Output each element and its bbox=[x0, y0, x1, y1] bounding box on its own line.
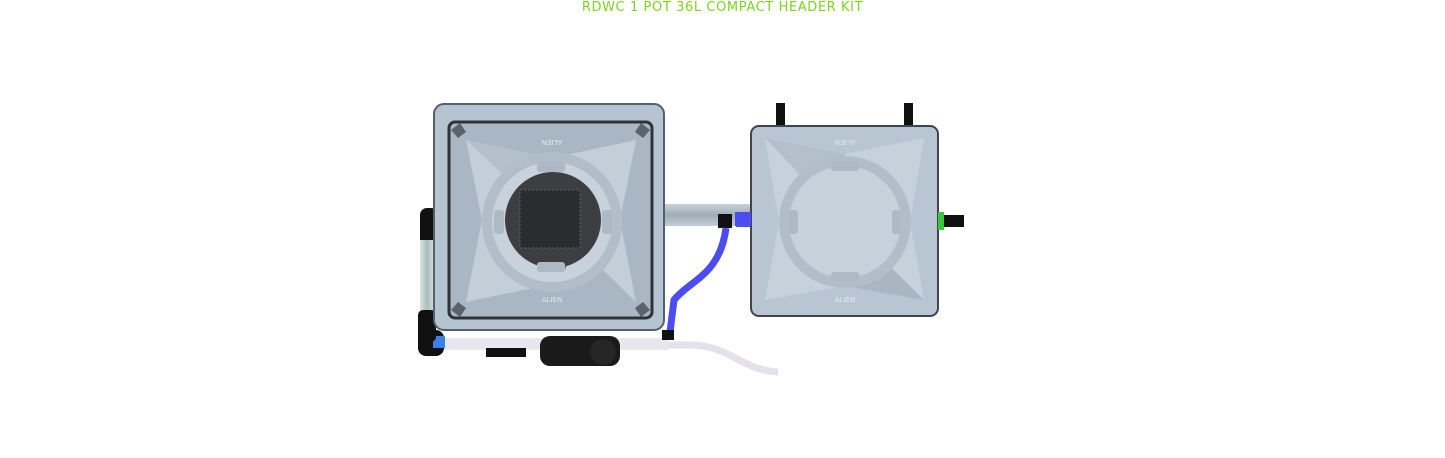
left-elbow-bottom bbox=[418, 310, 436, 342]
header-tank-right: ALIEN ALIEN bbox=[735, 103, 964, 317]
header-brand-top: ALIEN bbox=[835, 138, 855, 146]
pot-brand-bottom: ALIEN bbox=[542, 296, 562, 304]
header-inlet-fitting bbox=[735, 212, 751, 226]
pump-inlet bbox=[590, 339, 616, 365]
hose-fitting-bottom bbox=[662, 330, 674, 340]
tank-port-right bbox=[904, 103, 913, 127]
tank-port-left bbox=[776, 103, 785, 127]
blue-fitting-bottom bbox=[433, 336, 445, 348]
header-lid bbox=[789, 166, 901, 278]
blue-hose-curve bbox=[666, 227, 730, 333]
return-clip bbox=[486, 348, 526, 357]
mesh-pot-grid bbox=[519, 189, 581, 249]
left-vertical-pipe bbox=[420, 240, 434, 314]
pipe-fitting-black bbox=[718, 214, 732, 228]
header-brand-bottom: ALIEN bbox=[835, 296, 855, 304]
pot-brand-top: ALIEN bbox=[542, 138, 562, 146]
drain-line bbox=[560, 341, 779, 376]
outlet-valve-black bbox=[944, 215, 964, 227]
diagram-title: RDWC 1 POT 36L COMPACT HEADER KIT bbox=[581, 0, 864, 15]
grow-pot-left: ALIEN ALIEN bbox=[433, 103, 665, 331]
outlet-valve-green bbox=[938, 212, 944, 230]
